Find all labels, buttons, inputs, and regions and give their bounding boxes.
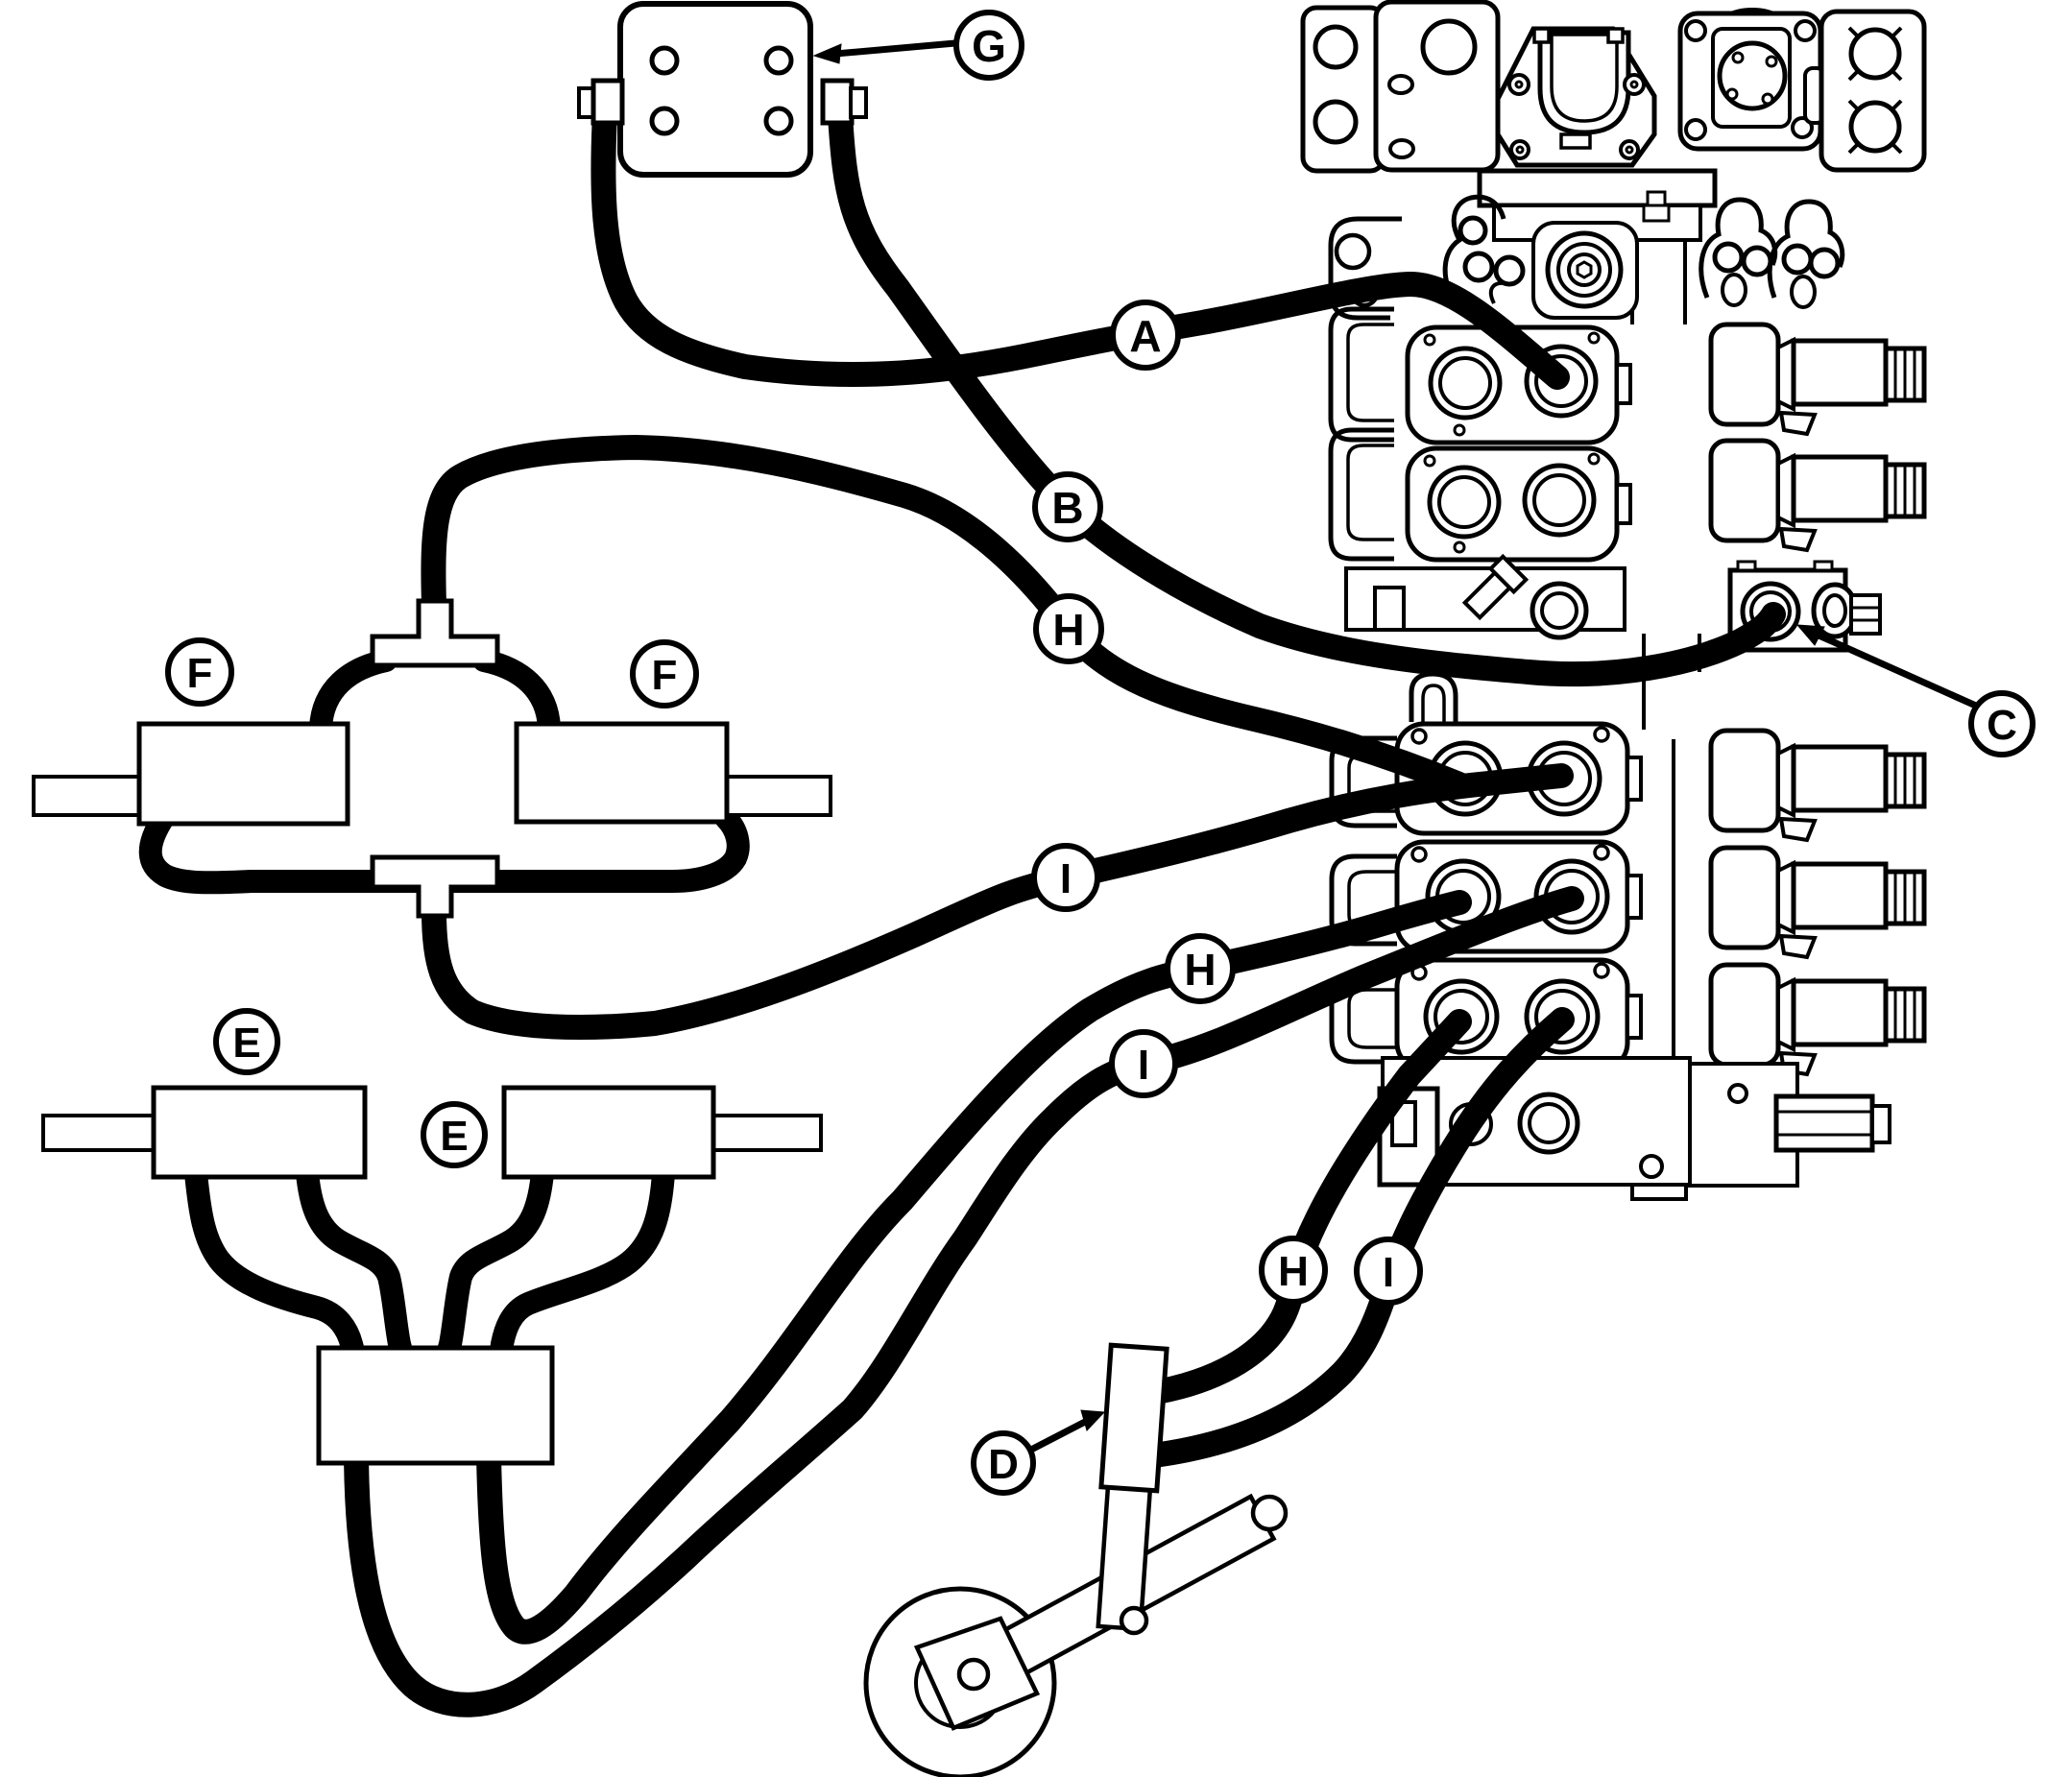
svg-text:H: H [1278,1248,1309,1295]
svg-text:I: I [1383,1249,1394,1296]
svg-text:C: C [1987,702,2017,749]
svg-text:F: F [652,652,678,699]
svg-text:D: D [988,1441,1019,1488]
svg-text:H: H [1184,945,1216,995]
svg-text:A: A [1129,311,1161,361]
svg-text:B: B [1051,483,1083,533]
svg-text:I: I [1138,1042,1149,1089]
svg-text:E: E [232,1020,260,1067]
svg-text:G: G [972,21,1006,71]
svg-text:F: F [187,650,213,697]
svg-text:E: E [440,1113,468,1160]
svg-text:I: I [1060,855,1072,902]
svg-text:H: H [1052,605,1084,655]
